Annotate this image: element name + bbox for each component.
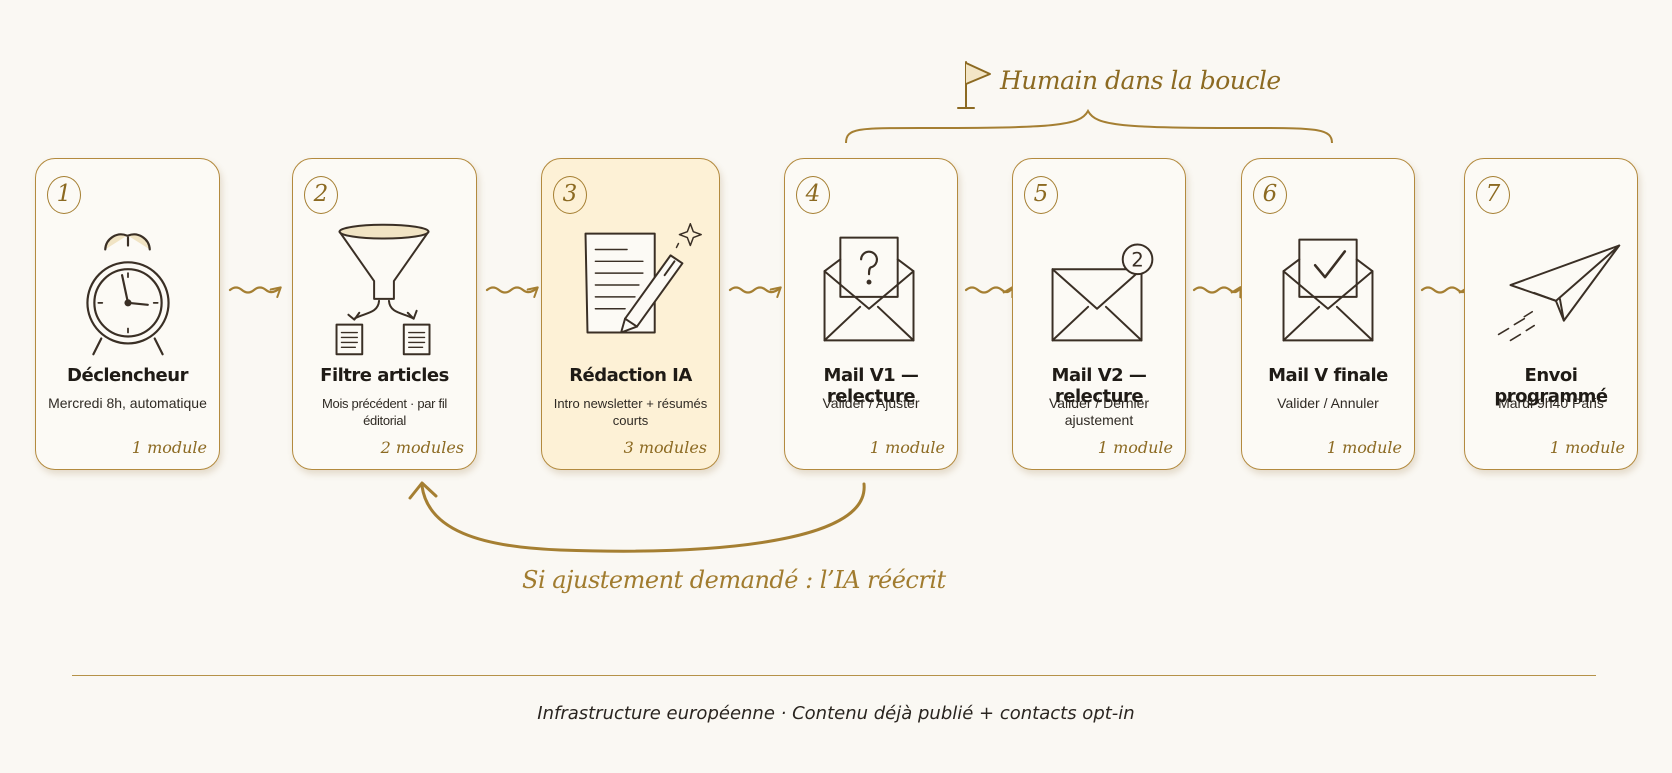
envelope-check-icon: [1282, 238, 1374, 342]
step-card-4[interactable]: 4 Mail V1 — relecture Valider / Ajuster …: [784, 158, 958, 470]
alarm-clock-icon: [86, 233, 170, 356]
step-card-5[interactable]: 5 2 Mail V2 — relecture Valider / Dernie…: [1012, 158, 1186, 470]
arrow-1-2: [228, 286, 282, 299]
step-title: Mail V1 — relecture: [823, 365, 919, 407]
paper-plane-icon: [1497, 244, 1621, 342]
step-title: Envoi programmé: [1494, 365, 1608, 407]
step-subtitle: Mercredi 8h, automatique: [48, 395, 207, 411]
step-subtitle: Mardi 9h40 Paris: [1498, 395, 1604, 411]
step-number: 7: [1476, 176, 1510, 214]
step-title: Rédaction IA: [569, 365, 692, 386]
step-number: 5: [1024, 176, 1058, 214]
step-modules: 1 module: [1549, 438, 1625, 457]
step-card-7[interactable]: 7 Envoi programmé Mardi 9h40 Paris 1 mod…: [1464, 158, 1638, 470]
step-card-1[interactable]: 1 Déclencheur Mercredi 8h, automatique 1…: [35, 158, 220, 470]
step-subtitle: Intro newsletter + résumés courts: [553, 396, 708, 428]
step-number: 6: [1253, 176, 1287, 214]
arrow-5-6: [1192, 286, 1242, 299]
flag-icon: [957, 61, 991, 109]
step-modules: 2 modules: [380, 438, 464, 457]
step-modules: 3 modules: [623, 438, 707, 457]
step-subtitle: Mois précédent · par fil éditorial: [321, 396, 448, 428]
human-in-loop-brace: [845, 108, 1333, 144]
step-card-6[interactable]: 6 Mail V finale Valider / Annuler 1 modu…: [1241, 158, 1415, 470]
step-title: Mail V finale: [1268, 365, 1388, 386]
step-subtitle: Valider / Annuler: [1277, 395, 1379, 411]
step-number: 2: [304, 176, 338, 214]
arrow-2-3: [485, 286, 539, 299]
step-title: Filtre articles: [320, 365, 449, 386]
arrow-4-5: [964, 286, 1014, 299]
step-number: 1: [47, 176, 81, 214]
funnel-icon: [335, 223, 431, 356]
step-title: Déclencheur: [67, 365, 188, 386]
step-subtitle: Valider / Dernier ajustement: [1048, 395, 1150, 428]
document-pen-icon: [584, 222, 702, 334]
badge-count: 2: [1131, 248, 1144, 271]
feedback-loop-label: Si ajustement demandé : l’IA réécrit: [522, 566, 946, 594]
step-title: Mail V2 — relecture: [1051, 365, 1147, 407]
step-subtitle: Valider / Ajuster: [822, 395, 920, 411]
human-in-loop-label: Humain dans la boucle: [1000, 66, 1281, 95]
envelope-two-icon: 2: [1051, 243, 1154, 342]
footer-text: Infrastructure européenne · Contenu déjà…: [537, 703, 1135, 724]
arrow-3-4: [728, 286, 782, 299]
step-modules: 1 module: [1326, 438, 1402, 457]
step-modules: 1 module: [1097, 438, 1173, 457]
step-modules: 1 module: [131, 438, 207, 457]
footer-divider: [72, 675, 1596, 676]
step-card-3[interactable]: 3 Rédaction IA Intro newsletter + résumé…: [541, 158, 720, 470]
step-number: 3: [553, 176, 587, 214]
feedback-loop-arrow: [420, 482, 866, 553]
step-modules: 1 module: [869, 438, 945, 457]
envelope-question-icon: [823, 236, 915, 342]
step-card-2[interactable]: 2 Filtre articles Mois précédent · par f…: [292, 158, 477, 470]
step-number: 4: [796, 176, 830, 214]
arrow-6-7: [1420, 286, 1470, 299]
